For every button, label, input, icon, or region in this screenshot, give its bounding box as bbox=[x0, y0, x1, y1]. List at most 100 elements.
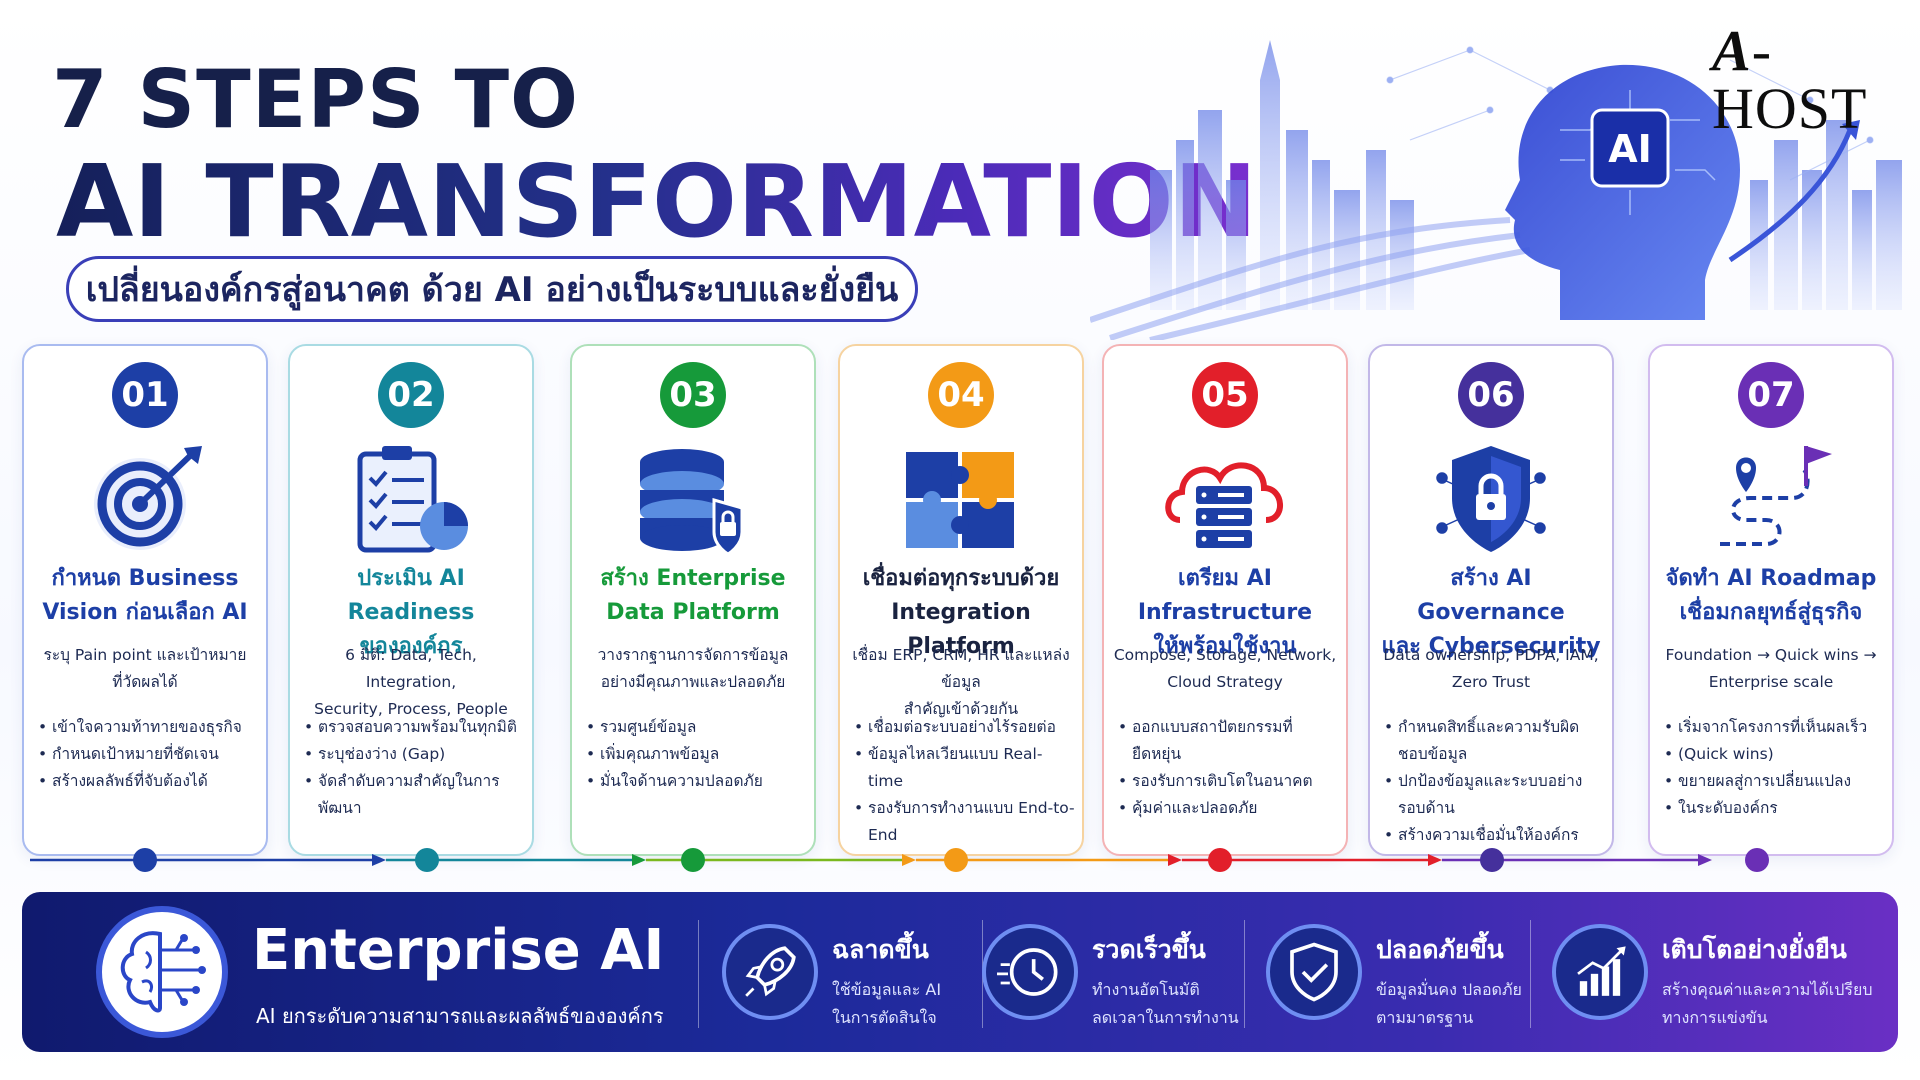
step-title: สร้าง AI Governance และ Cybersecurity bbox=[1378, 562, 1604, 664]
step-desc-line-1: วางรากฐานการจัดการข้อมูล bbox=[597, 646, 789, 664]
step-title-line-2: เชื่อมกลยุทธ์สู่ธุรกิจ bbox=[1679, 600, 1863, 625]
feature-title: ฉลาดขึ้น bbox=[832, 935, 929, 964]
bullet-item: มั่นใจด้านความปลอดภัย bbox=[586, 768, 808, 795]
bullet-item: ระบุช่องว่าง (Gap) bbox=[304, 741, 526, 768]
step-number-badge: 04 bbox=[928, 362, 994, 428]
bullet-item: ปกป้องข้อมูลและระบบอย่างรอบด้าน bbox=[1384, 768, 1606, 822]
head-silhouette bbox=[1505, 64, 1740, 320]
step-title-line-2: และ Cybersecurity bbox=[1381, 634, 1601, 659]
step-description: ระบุ Pain point และเป้าหมายที่วัดผลได้ bbox=[32, 642, 258, 696]
step-title-line-2: Vision ก่อนเลือก AI bbox=[42, 600, 248, 625]
title-line-1: 7 STEPS TO bbox=[52, 53, 580, 146]
step-desc-line-1: เชื่อม ERP, CRM, HR และแหล่งข้อมูล bbox=[852, 646, 1070, 691]
step-description: วางรากฐานการจัดการข้อมูลอย่างมีคุณภาพและ… bbox=[580, 642, 806, 696]
step-bullets: รวมศูนย์ข้อมูล เพิ่มคุณภาพข้อมูล มั่นใจด… bbox=[586, 714, 808, 795]
puzzle-icon bbox=[906, 452, 1014, 548]
divider bbox=[1244, 920, 1245, 1028]
step-description: 6 มิติ: Data, Tech, Integration,Security… bbox=[298, 642, 524, 723]
step-desc-line-2: Enterprise scale bbox=[1708, 673, 1834, 691]
growth-chart-icon bbox=[1552, 924, 1648, 1020]
step-desc-line-2: Zero Trust bbox=[1451, 673, 1531, 691]
title-line-2: AI TRANSFORMATION bbox=[56, 143, 1258, 260]
step-desc-line-2: อย่างมีคุณภาพและปลอดภัย bbox=[600, 673, 786, 691]
bullet-item-continued: (Quick wins) bbox=[1664, 741, 1886, 768]
subtitle-pill: เปลี่ยนองค์กรสู่อนาคต ด้วย AI อย่างเป็นร… bbox=[66, 256, 918, 322]
feature-desc-line-1: สร้างคุณค่าและความได้เปรียบ bbox=[1662, 980, 1873, 999]
step-title-line-1: เตรียม AI Infrastructure bbox=[1137, 566, 1313, 625]
bullet-item: เพิ่มคุณภาพข้อมูล bbox=[586, 741, 808, 768]
step-number-badge: 05 bbox=[1192, 362, 1258, 428]
feature-title: ปลอดภัยขึ้น bbox=[1376, 935, 1504, 964]
bullet-item: รองรับการเติบโตในอนาคต bbox=[1118, 768, 1340, 795]
bullet-item: เริ่มจากโครงการที่เห็นผลเร็ว bbox=[1664, 714, 1886, 741]
network-lines bbox=[1386, 46, 1874, 181]
step-desc-line-2: Cloud Strategy bbox=[1167, 673, 1283, 691]
step-title-line-1: จัดทำ AI Roadmap bbox=[1665, 566, 1877, 591]
bullet-item: จัดลำดับความสำคัญในการพัฒนา bbox=[304, 768, 526, 822]
bullet-item: ขยายผลสู่การเปลี่ยนแปลง bbox=[1664, 768, 1886, 795]
bullet-item: รองรับการทำงานแบบ End-to-End bbox=[854, 795, 1076, 849]
step-description: เชื่อม ERP, CRM, HR และแหล่งข้อมูลสำคัญเ… bbox=[848, 642, 1074, 723]
step-number-badge: 06 bbox=[1458, 362, 1524, 428]
step-title-line-1: ประเมิน AI Readiness bbox=[347, 566, 475, 625]
enterprise-ai-banner: Enterprise AI AI ยกระดับความสามารถและผลล… bbox=[22, 892, 1898, 1052]
step-bullets: ตรวจสอบความพร้อมในทุกมิติ ระบุช่องว่าง (… bbox=[304, 714, 526, 822]
shield-check-icon bbox=[1266, 924, 1362, 1020]
step-description: Compose, Storage, Network, Cloud Strategy bbox=[1112, 642, 1338, 696]
timeline-dot-03 bbox=[681, 848, 705, 872]
growth-arrow-icon bbox=[1728, 129, 1853, 263]
step-title: ประเมิน AI Readiness ขององค์กร bbox=[298, 562, 524, 664]
bullet-item: สร้างความเชื่อมั่นให้องค์กร bbox=[1384, 822, 1606, 849]
step-desc-line-1: ระบุ Pain point และเป้าหมาย bbox=[43, 646, 247, 664]
step-bullets: เข้าใจความท้าทายของธุรกิจ กำหนดเป้าหมายท… bbox=[38, 714, 260, 795]
feature-safer: ปลอดภัยขึ้น ข้อมูลมั่นคง ปลอดภัยตามมาตรฐ… bbox=[1266, 912, 1536, 1032]
cloud-server-icon bbox=[1165, 462, 1283, 548]
step-bullets: เชื่อมต่อระบบอย่างไร้รอยต่อ ข้อมูลไหลเวี… bbox=[854, 714, 1076, 849]
timeline-dot-01 bbox=[133, 848, 157, 872]
hero-badge-label: AI bbox=[1608, 127, 1652, 171]
ai-head-city-illustration: AI bbox=[1090, 40, 1902, 340]
step-desc-line-1: Data ownership, PDPA, IAM, bbox=[1383, 646, 1599, 664]
light-roads bbox=[1090, 217, 1531, 340]
feature-desc-line-1: ใช้ข้อมูลและ AI bbox=[832, 980, 942, 999]
bullet-item: เชื่อมต่อระบบอย่างไร้รอยต่อ bbox=[854, 714, 1076, 741]
rocket-icon bbox=[722, 924, 818, 1020]
step-desc-line-1: Foundation → Quick wins → bbox=[1665, 646, 1877, 664]
timeline-dot-05 bbox=[1208, 848, 1232, 872]
step-title-line-2: ขององค์กร bbox=[359, 634, 463, 659]
ai-chip-icon bbox=[1590, 108, 1670, 188]
bullet-item: เข้าใจความท้าทายของธุรกิจ bbox=[38, 714, 260, 741]
timeline-dot-02 bbox=[415, 848, 439, 872]
feature-growth: เติบโตอย่างยั่งยืน สร้างคุณค่าและความได้… bbox=[1552, 912, 1873, 1032]
step-number-badge: 03 bbox=[660, 362, 726, 428]
step-desc-line-1: 6 มิติ: Data, Tech, Integration, bbox=[345, 646, 477, 691]
step-desc-line-1: Compose, Storage, Network, bbox=[1113, 646, 1337, 664]
step-bullets: ออกแบบสถาปัตยกรรมที่ยืดหยุ่น รองรับการเต… bbox=[1118, 714, 1340, 822]
feature-faster: รวดเร็วขึ้น ทำงานอัตโนมัติลดเวลาในการทำง… bbox=[982, 912, 1252, 1032]
feature-desc-line-1: ข้อมูลมั่นคง ปลอดภัย bbox=[1376, 980, 1522, 999]
banner-title: Enterprise AI bbox=[252, 918, 665, 983]
feature-desc: ข้อมูลมั่นคง ปลอดภัยตามมาตรฐาน bbox=[1376, 976, 1522, 1032]
target-icon bbox=[94, 446, 202, 550]
step-title-line-1: กำหนด Business bbox=[51, 566, 239, 591]
feature-desc: ทำงานอัตโนมัติลดเวลาในการทำงาน bbox=[1092, 976, 1239, 1032]
feature-desc-line-2: ทางการแข่งขัน bbox=[1662, 1008, 1768, 1027]
feature-title: เติบโตอย่างยั่งยืน bbox=[1662, 935, 1847, 964]
step-number-badge: 02 bbox=[378, 362, 444, 428]
timeline-dot-07 bbox=[1745, 848, 1769, 872]
divider bbox=[698, 920, 699, 1028]
step-title-line-1: สร้าง AI Governance bbox=[1417, 566, 1565, 625]
feature-desc-line-1: ทำงานอัตโนมัติ bbox=[1092, 980, 1200, 999]
checklist-icon bbox=[357, 446, 468, 553]
logo-letter-a: A bbox=[1712, 18, 1752, 83]
step-description: Foundation → Quick wins → Enterprise scal… bbox=[1658, 642, 1884, 696]
brain-circuit-icon bbox=[96, 906, 228, 1038]
